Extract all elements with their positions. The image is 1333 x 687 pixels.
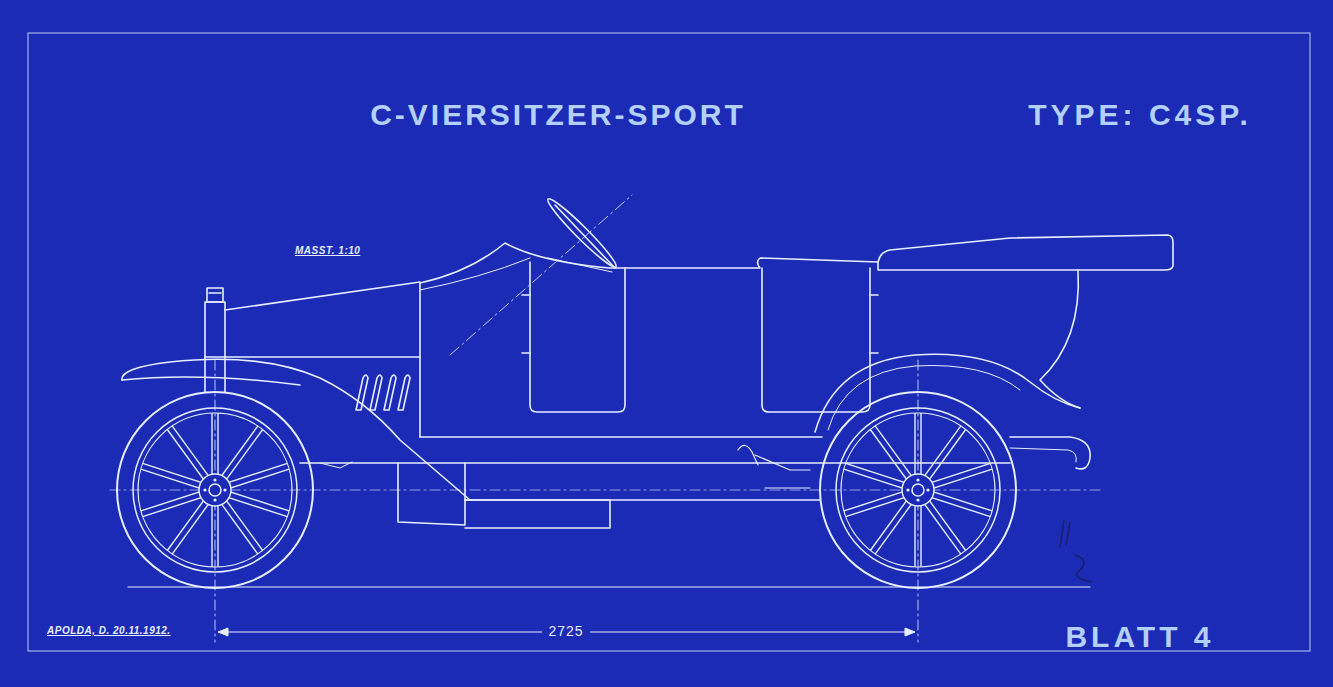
front-wheel [117, 392, 313, 588]
running-board [465, 500, 610, 528]
rear-frame-horn [1010, 448, 1076, 462]
running-board [465, 499, 820, 501]
rear-frame-horn [1010, 437, 1090, 469]
gearbox [398, 463, 465, 525]
rear-wheel [820, 392, 1016, 588]
door-hinge [522, 294, 530, 296]
sheet-border [28, 33, 1310, 651]
door-hinge [870, 352, 878, 354]
rear-mudguard [828, 366, 1020, 431]
car-body [110, 195, 1173, 642]
sheet-number: BLATT 4 [1065, 620, 1214, 653]
rear-door [762, 268, 870, 412]
front-mudguard [122, 377, 300, 385]
door-hinge [522, 352, 530, 354]
chassis-frame [300, 462, 1010, 464]
type-designation: TYPE: C4SP. [1028, 98, 1252, 131]
dimension-value: 2725 [542, 624, 589, 639]
scuttle [420, 258, 530, 290]
bonnet [205, 356, 420, 358]
scale-note: MASST. 1:10 [295, 245, 360, 256]
steering-wheel [544, 195, 620, 271]
brake-rod [765, 488, 810, 489]
steering-column [555, 205, 615, 268]
spring-shackle [320, 462, 352, 468]
axle-height-line [110, 490, 1100, 491]
rear-body [1040, 270, 1080, 408]
steering-axis [450, 195, 632, 355]
front-door [530, 262, 625, 412]
rear-mudguard [815, 354, 1080, 432]
radiator-cap [209, 292, 221, 294]
body-top [420, 243, 878, 283]
place-date-note: APOLDA, D. 20.11.1912. [47, 625, 171, 636]
drawing-title: C-VIERSITZER-SPORT [370, 98, 746, 131]
steering-column [548, 258, 612, 272]
pencil-mark [1060, 520, 1092, 582]
folded-hood [878, 235, 1173, 270]
door-hinge [870, 294, 878, 296]
body-sill [420, 436, 822, 438]
bonnet [225, 282, 420, 437]
ground-line [128, 586, 1090, 587]
radiator-cap [207, 288, 223, 302]
brake-lever [738, 445, 810, 470]
